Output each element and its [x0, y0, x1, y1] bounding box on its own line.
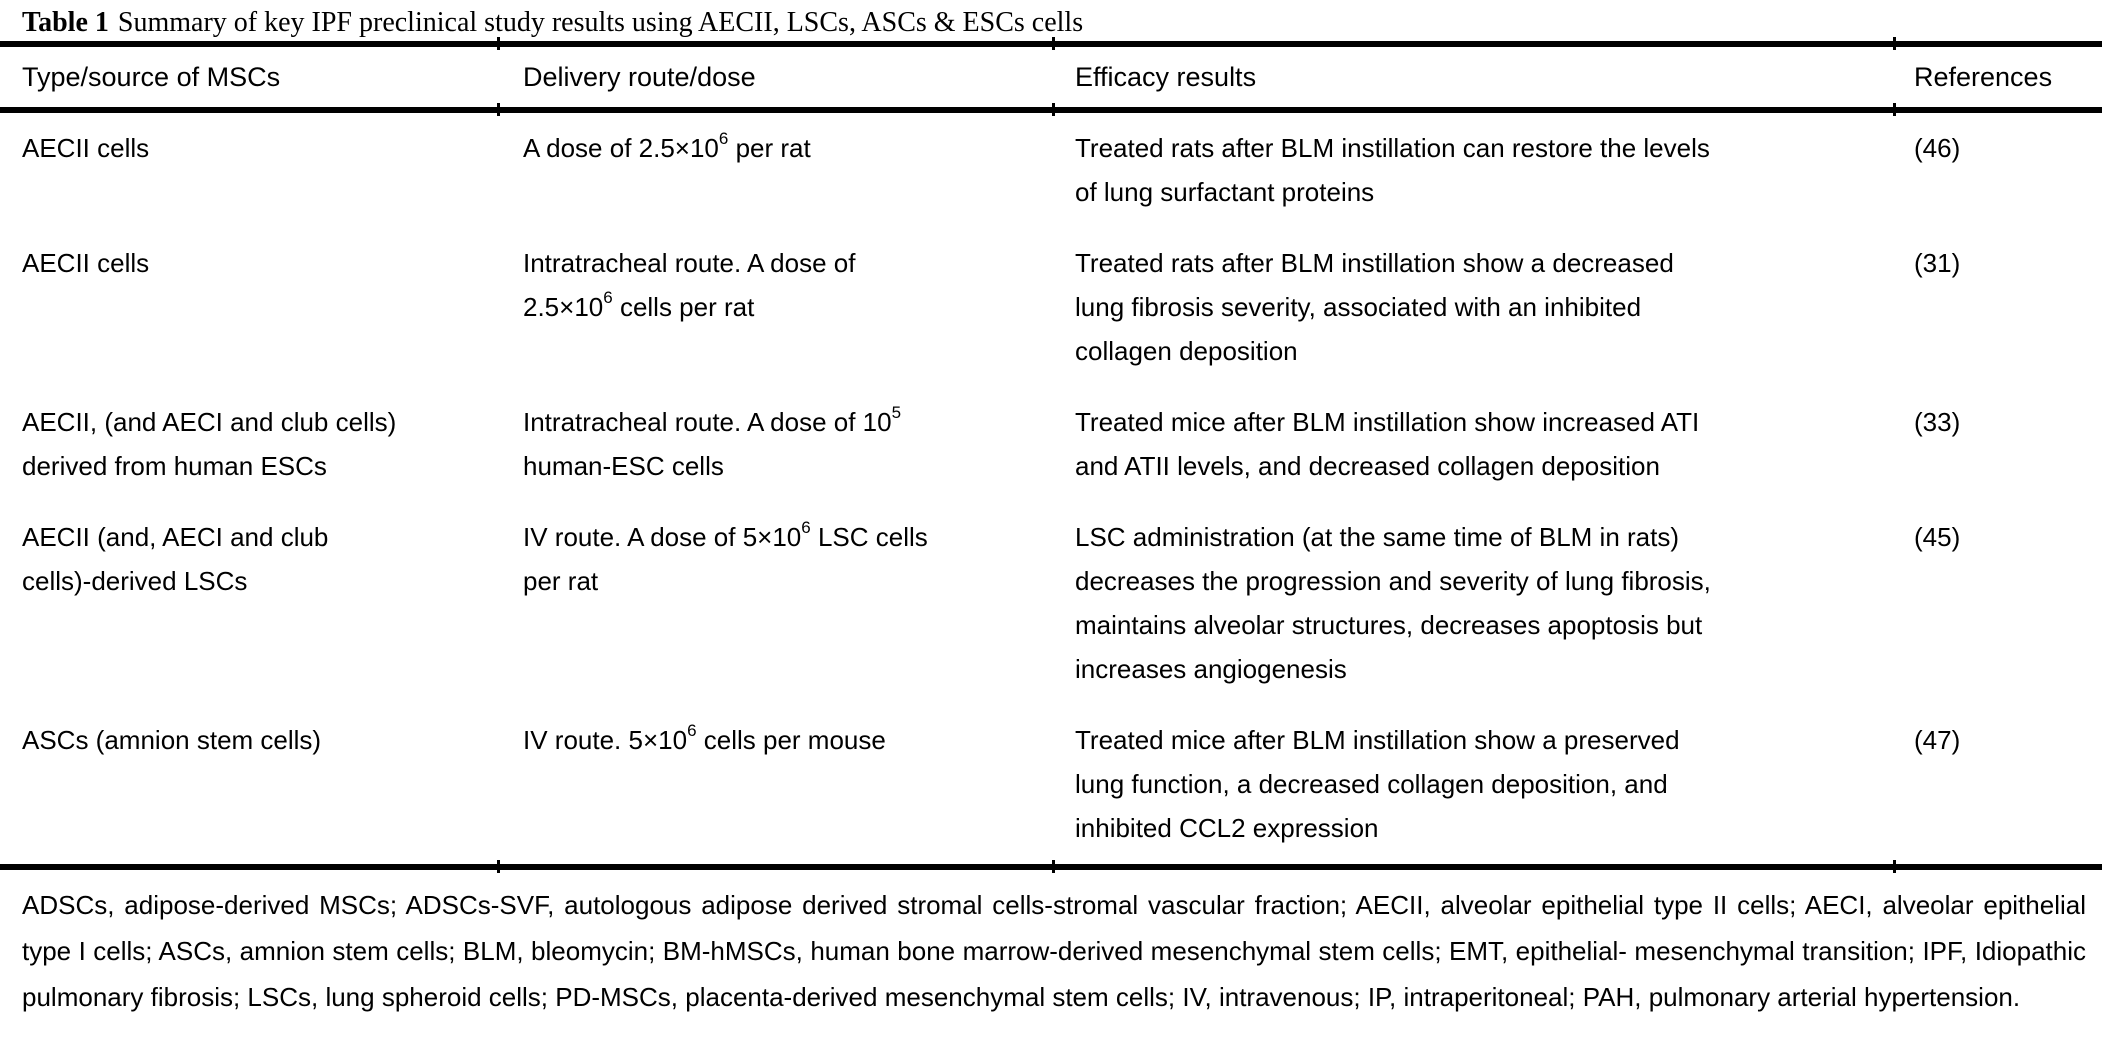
column-border-tick [1052, 103, 1055, 116]
cell-delivery-dose: IV route. 5×106 cells per mouse [498, 705, 1053, 864]
table-header-row: Type/source of MSCs Delivery route/dose … [0, 47, 2102, 107]
column-border-tick [497, 103, 500, 116]
column-border-tick [1893, 37, 1896, 50]
table-number: Table 1 [22, 7, 109, 38]
dose-text: per rat [728, 133, 811, 163]
column-border-tick [1052, 860, 1055, 873]
column-border-tick [1893, 103, 1896, 116]
dose-exponent: 6 [801, 518, 811, 537]
dose-text: human-ESC cells [523, 451, 724, 481]
table-caption: Table 1 Summary of key IPF preclinical st… [0, 0, 2102, 41]
cell-efficacy: LSC administration (at the same time of … [1075, 522, 1711, 684]
column-border-tick [1893, 860, 1896, 873]
cell-efficacy: Treated rats after BLM instillation show… [1075, 248, 1674, 366]
cell-delivery-dose: A dose of 2.5×106 per rat [498, 113, 1053, 228]
cell-delivery-dose: Intratracheal route. A dose of 105 human… [498, 387, 1053, 502]
cell-type-source: AECII, (and AECI and club cells) derived… [22, 407, 397, 481]
table-row: ASCs (amnion stem cells) IV route. 5×106… [0, 705, 2102, 864]
dose-exponent: 5 [891, 403, 902, 422]
dose-text: LSC cells per rat [523, 522, 928, 596]
header-delivery-route: Delivery route/dose [523, 62, 756, 92]
cell-efficacy: Treated rats after BLM instillation can … [1075, 133, 1710, 207]
table-title-text: Summary of key IPF preclinical study res… [117, 7, 1084, 38]
cell-reference: (47) [1914, 725, 1961, 755]
table-row: AECII, (and AECI and club cells) derived… [0, 387, 2102, 502]
header-type-source: Type/source of MSCs [22, 62, 281, 92]
header-references: References [1914, 62, 2053, 92]
table-row: AECII cells A dose of 2.5×106 per rat Tr… [0, 113, 2102, 228]
dose-text: cells per mouse [696, 725, 886, 755]
dose-text: A dose of 2.5×10 [523, 133, 719, 163]
cell-efficacy: Treated mice after BLM instillation show… [1075, 407, 1700, 481]
table-footnote: ADSCs, adipose-derived MSCs; ADSCs-SVF, … [22, 890, 2086, 1012]
dose-text: cells per rat [612, 292, 755, 322]
cell-reference: (45) [1914, 522, 1961, 552]
cell-delivery-dose: Intratracheal route. A dose of 2.5×106 c… [498, 228, 1053, 387]
dose-exponent: 6 [718, 129, 729, 148]
column-border-tick [497, 37, 500, 50]
dose-text: Intratracheal route. A dose of 2.5×10 [523, 248, 856, 322]
table-row: AECII (and, AECI and club cells)-derived… [0, 502, 2102, 705]
cell-type-source: AECII cells [22, 133, 150, 163]
cell-reference: (33) [1914, 407, 1961, 437]
cell-reference: (31) [1914, 248, 1961, 278]
cell-type-source: ASCs (amnion stem cells) [22, 725, 322, 755]
cell-type-source: AECII (and, AECI and club cells)-derived… [22, 522, 329, 596]
column-border-tick [1052, 37, 1055, 50]
dose-text: IV route. 5×10 [523, 725, 688, 755]
table-top-rule [0, 41, 2102, 47]
table-bottom-rule [0, 864, 2102, 870]
cell-delivery-dose: IV route. A dose of 5×106 LSC cells per … [498, 502, 1053, 705]
table-row: AECII cells Intratracheal route. A dose … [0, 228, 2102, 387]
dose-exponent: 6 [687, 721, 697, 740]
header-bottom-rule [0, 107, 2102, 113]
dose-text: IV route. A dose of 5×10 [523, 522, 802, 552]
cell-efficacy: Treated mice after BLM instillation show… [1075, 725, 1680, 843]
cell-reference: (46) [1914, 133, 1961, 163]
column-border-tick [497, 860, 500, 873]
header-efficacy-results: Efficacy results [1075, 62, 1257, 92]
dose-text: Intratracheal route. A dose of 10 [523, 407, 892, 437]
cell-type-source: AECII cells [22, 248, 150, 278]
dose-exponent: 6 [603, 288, 613, 307]
